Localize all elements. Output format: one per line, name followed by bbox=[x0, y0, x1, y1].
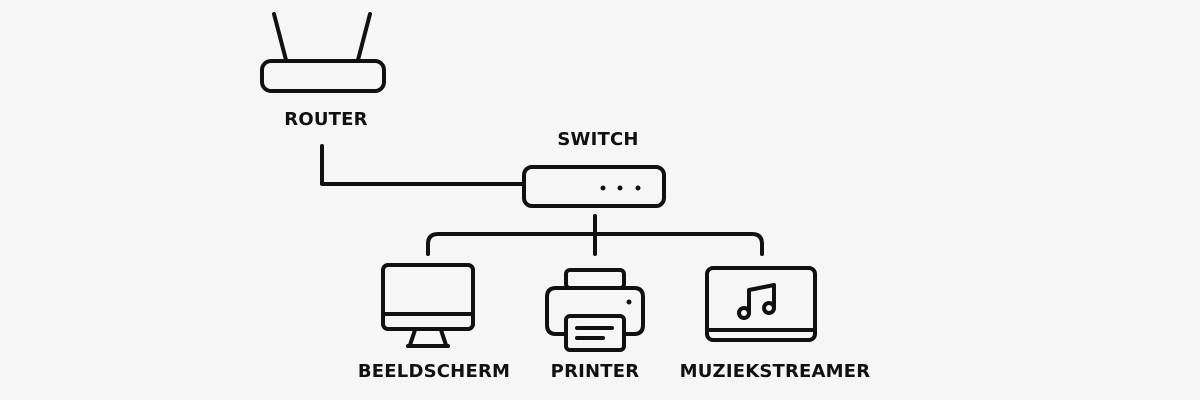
switch-icon bbox=[522, 165, 666, 208]
router-icon bbox=[260, 12, 386, 93]
music-streamer-icon bbox=[705, 266, 817, 342]
edge-router-switch bbox=[320, 144, 526, 186]
printer-icon bbox=[545, 268, 645, 352]
switch-label: SWITCH bbox=[557, 129, 639, 150]
streamer-label: MUZIEKSTREAMER bbox=[679, 361, 871, 382]
monitor-label: BEELDSCHERM bbox=[357, 361, 511, 382]
router-label: ROUTER bbox=[284, 109, 368, 130]
monitor-icon bbox=[381, 263, 475, 348]
edge-switch-devices bbox=[426, 214, 764, 256]
printer-label: PRINTER bbox=[550, 361, 640, 382]
